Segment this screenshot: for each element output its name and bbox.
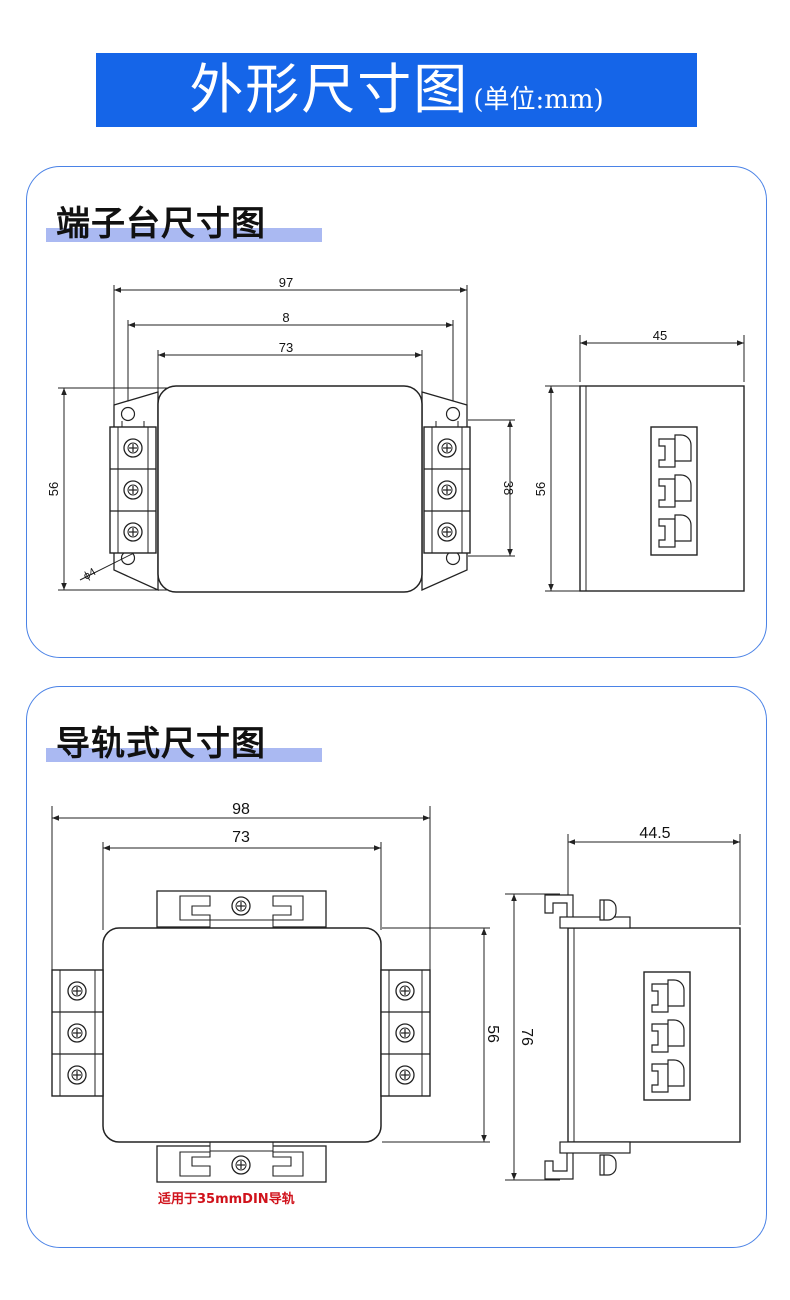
mount-hole (445, 406, 461, 422)
dim-rail-height: 56 (484, 1025, 501, 1043)
section-title-underline (46, 748, 322, 762)
dim-rail-body-width: 73 (232, 829, 250, 846)
side-clip-bottom (544, 1141, 631, 1180)
dim-mount-width: 8 (282, 310, 289, 325)
filter-body (157, 385, 423, 593)
din-rail-note: 适用于35mmDIN导轨 (158, 1192, 295, 1207)
page-title: 外形尺寸图 (189, 58, 470, 121)
dim-terminal-span: 38 (501, 481, 516, 495)
dim-hole: ϕ4 (82, 566, 99, 583)
page-header-banner: 外形尺寸图 (单位:mm) (96, 53, 697, 127)
dim-overall-width: 97 (279, 275, 293, 290)
dim-body-width: 73 (279, 340, 293, 355)
section-title-underline (46, 228, 322, 242)
dim-height: 56 (46, 482, 61, 496)
mount-hole (120, 406, 136, 422)
unit-label: (单位:mm) (473, 84, 604, 115)
section-title-rail: 导轨式尺寸图 (56, 724, 266, 764)
dim-side-depth: 45 (653, 328, 667, 343)
rail-filter-body (102, 927, 382, 1143)
section-title-terminal: 端子台尺寸图 (56, 204, 266, 244)
dim-rail-overall-width: 98 (232, 801, 250, 818)
dim-rail-side-depth: 44.5 (639, 825, 670, 842)
side-clip-top (544, 894, 631, 929)
dim-rail-total-height: 76 (518, 1028, 535, 1046)
dim-side-height: 56 (533, 482, 548, 496)
